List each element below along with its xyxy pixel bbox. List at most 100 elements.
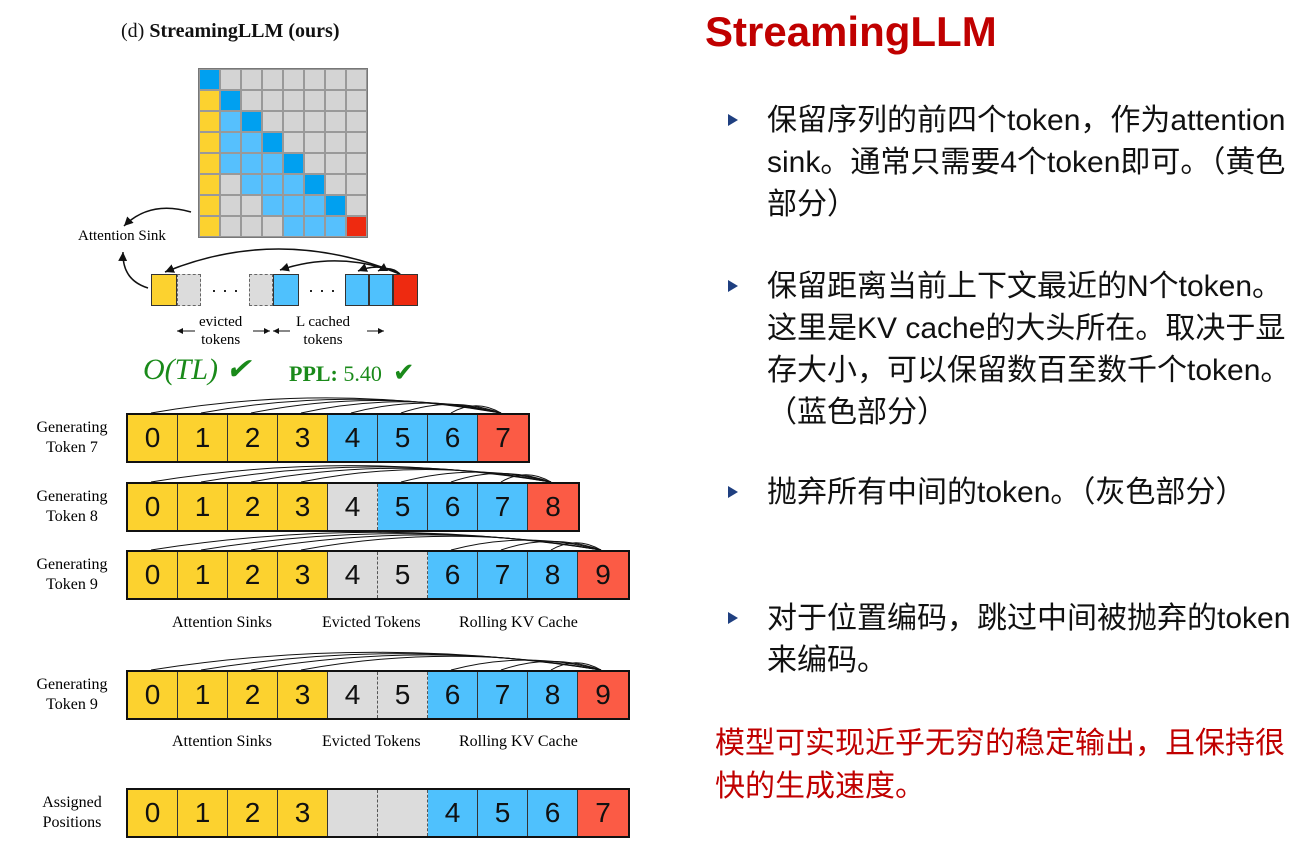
- matrix-cell: [304, 174, 325, 195]
- token-cell: 7: [478, 552, 528, 598]
- evicted-token: [177, 274, 201, 306]
- matrix-cell: [346, 132, 367, 153]
- caption-prefix: (d): [121, 20, 145, 42]
- matrix-cell: [283, 174, 304, 195]
- evicted-token: [249, 274, 273, 306]
- ellipsis: · · ·: [308, 279, 336, 300]
- matrix-cell: [220, 132, 241, 153]
- matrix-cell: [262, 111, 283, 132]
- token-cell: 2: [228, 672, 278, 718]
- matrix-cell: [283, 111, 304, 132]
- matrix-cell: [241, 90, 262, 111]
- check-icon: ✔: [392, 358, 415, 387]
- token-cell: 3: [278, 415, 328, 461]
- token-cell: 1: [178, 790, 228, 836]
- matrix-cell: [346, 195, 367, 216]
- caption-title: StreamingLLM (ours): [149, 20, 340, 42]
- matrix-cell: [325, 132, 346, 153]
- matrix-cell: [262, 195, 283, 216]
- bullet-text: 对于位置编码，跳过中间被抛弃的token来编码。: [767, 602, 1291, 677]
- attention-arc: [400, 471, 552, 483]
- matrix-cell: [346, 153, 367, 174]
- token-cell: 5: [378, 484, 428, 530]
- sink-arrow-top: [123, 207, 192, 227]
- matrix-cell: [199, 216, 220, 237]
- row-label-line: Generating: [36, 676, 108, 693]
- matrix-cell: [262, 90, 283, 111]
- matrix-cell: [262, 174, 283, 195]
- kv-strip: · · · · · ·: [151, 274, 418, 306]
- matrix-cell: [304, 69, 325, 90]
- token-cell: 5: [378, 672, 428, 718]
- row-label-line: Token 8: [46, 508, 98, 525]
- row-label-line: Assigned: [42, 794, 102, 811]
- matrix-cell: [262, 153, 283, 174]
- sink-token: [151, 274, 177, 306]
- matrix-cell: [304, 111, 325, 132]
- token-cell: 4: [328, 552, 378, 598]
- matrix-cell: [241, 111, 262, 132]
- token-cell: 9: [578, 672, 628, 718]
- token-cell: 2: [228, 484, 278, 530]
- matrix-cell: [325, 111, 346, 132]
- matrix-cell: [220, 90, 241, 111]
- attention-arc: [500, 474, 552, 483]
- row-label-line: Generating: [36, 419, 108, 436]
- ellipsis: · · ·: [211, 279, 239, 300]
- row-label-line: Token 9: [46, 576, 98, 593]
- token-cell: 0: [128, 415, 178, 461]
- bullet-1: 保留序列的前四个token，作为attention sink。通常只需要4个to…: [728, 100, 1298, 226]
- matrix-cell: [325, 174, 346, 195]
- attention-arc: [300, 535, 602, 551]
- matrix-cell: [199, 153, 220, 174]
- token-cell: 0: [128, 672, 178, 718]
- label-evicted-tokens: Evicted Tokens: [322, 733, 421, 750]
- matrix-cell: [241, 69, 262, 90]
- token-cell: 6: [528, 790, 578, 836]
- token-cell: 7: [478, 672, 528, 718]
- token-cell: 0: [128, 484, 178, 530]
- matrix-cell: [283, 153, 304, 174]
- token-cell: 1: [178, 672, 228, 718]
- attention-arc: [300, 469, 552, 483]
- row-label-line: Token 7: [46, 439, 98, 456]
- matrix-cell: [220, 216, 241, 237]
- token-cell: 7: [478, 484, 528, 530]
- token-cell: [378, 790, 428, 836]
- token-cell: 4: [328, 672, 378, 718]
- token-cell: 3: [278, 484, 328, 530]
- attention-sink-label: Attention Sink: [78, 228, 166, 244]
- row-label-line: Generating: [36, 488, 108, 505]
- bullet-icon: [728, 280, 738, 292]
- label-attention-sinks: Attention Sinks: [172, 614, 273, 631]
- token-cell: 1: [178, 552, 228, 598]
- attention-arc: [400, 403, 502, 414]
- token-cell: 2: [228, 790, 278, 836]
- attention-arc: [300, 655, 602, 671]
- bullet-2: 保留距离当前上下文最近的N个token。这里是KV cache的大头所在。取决于…: [728, 266, 1298, 434]
- matrix-cell: [241, 132, 262, 153]
- token-cell: 8: [528, 552, 578, 598]
- matrix-cell: [325, 153, 346, 174]
- current-token: [393, 274, 418, 306]
- token-cell: 2: [228, 415, 278, 461]
- matrix-cell: [325, 195, 346, 216]
- matrix-cell: [199, 111, 220, 132]
- token-cell: 5: [378, 415, 428, 461]
- matrix-cell: [346, 69, 367, 90]
- token-cell: 2: [228, 552, 278, 598]
- matrix-cell: [220, 174, 241, 195]
- bullet-4: 对于位置编码，跳过中间被抛弃的token来编码。: [728, 598, 1298, 682]
- matrix-cell: [262, 132, 283, 153]
- complexity-label: O(TL) ✔: [143, 353, 251, 386]
- matrix-cell: [199, 132, 220, 153]
- token-cell: 8: [528, 672, 578, 718]
- token-cell: 3: [278, 552, 328, 598]
- matrix-cell: [241, 174, 262, 195]
